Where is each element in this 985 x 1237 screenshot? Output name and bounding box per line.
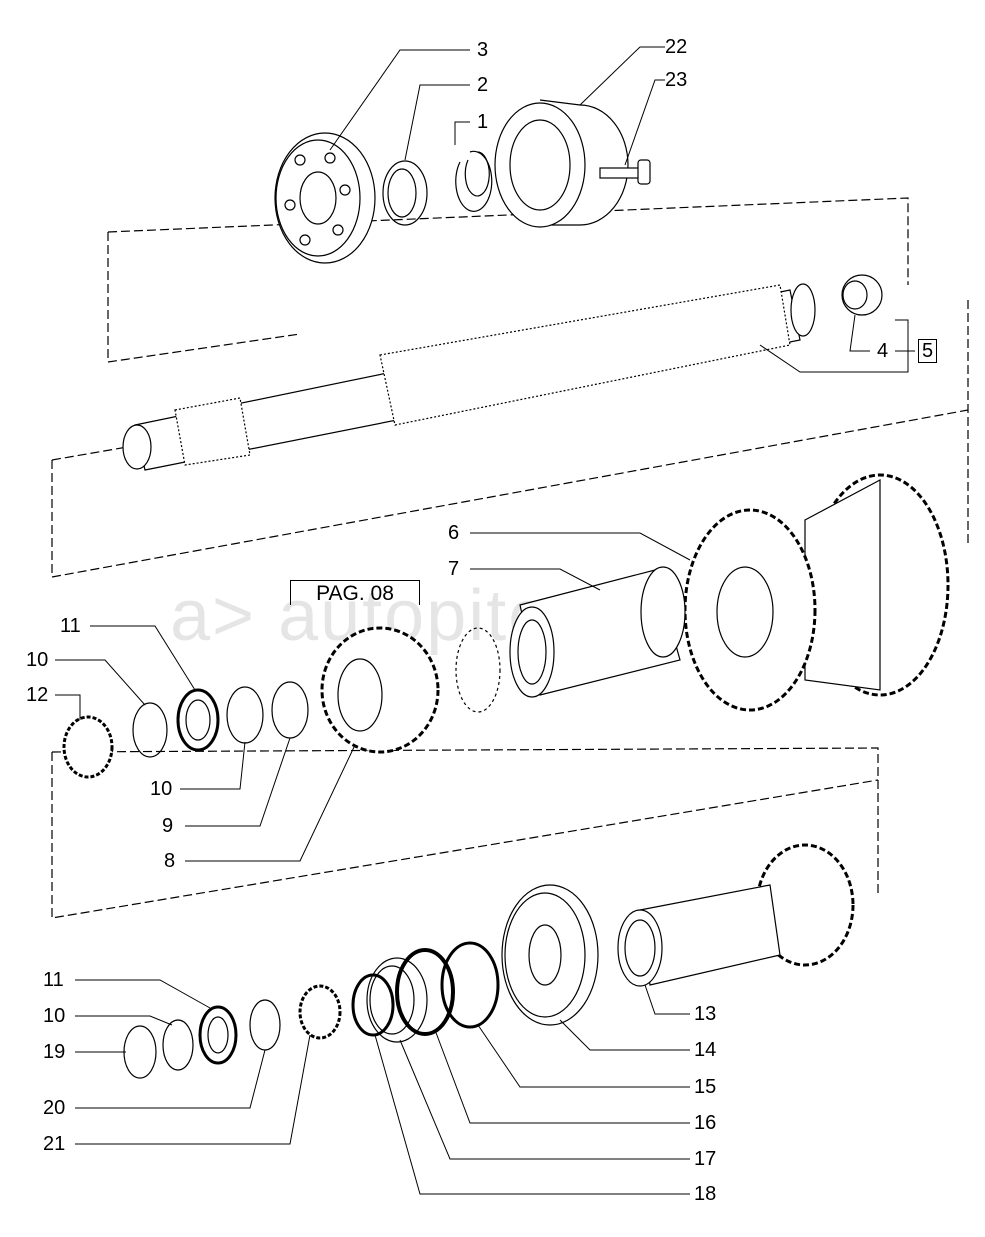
- oring-16: [395, 948, 455, 1036]
- callout-13: 13: [694, 1003, 717, 1025]
- callout-21: 21: [43, 1133, 66, 1155]
- page-reference-box: PAG. 08: [290, 580, 420, 605]
- ring-10b: [132, 702, 168, 758]
- ring-2: [382, 160, 428, 226]
- callout-3: 3: [477, 39, 489, 61]
- ring-10c: [162, 1019, 194, 1071]
- snap-ring-1: [455, 150, 493, 212]
- callout-18: 18: [694, 1183, 717, 1205]
- sleeve-7: [509, 566, 686, 698]
- ring-18: [351, 973, 395, 1037]
- callout-19: 19: [43, 1041, 66, 1063]
- callout-22: 22: [665, 36, 688, 58]
- bearing-3: [274, 132, 376, 264]
- callout-17: 17: [694, 1148, 717, 1170]
- callout-8: 8: [164, 850, 176, 872]
- callout-5: 5: [918, 339, 938, 363]
- screw-23: [599, 159, 651, 185]
- callout-6: 6: [448, 522, 460, 544]
- callout-16: 16: [694, 1112, 717, 1134]
- needle-21: [298, 984, 342, 1040]
- callout-15: 15: [694, 1076, 717, 1098]
- ring-10a: [226, 686, 264, 744]
- callout-1: 1: [477, 111, 489, 133]
- bearing-14: [501, 884, 599, 1026]
- callout-23: 23: [665, 69, 688, 91]
- oring-15: [440, 941, 500, 1029]
- gear-8: [320, 626, 440, 754]
- callout-10: 10: [26, 649, 49, 671]
- callout-7: 7: [448, 558, 460, 580]
- ring-17: [366, 957, 428, 1043]
- snap-ring-9: [271, 681, 309, 739]
- needle-12: [62, 715, 114, 779]
- bearing-11b: [198, 1005, 238, 1065]
- output-shaft-13: [617, 843, 855, 987]
- callout-10: 10: [43, 1005, 66, 1027]
- callout-20: 20: [43, 1097, 66, 1119]
- bushing-4: [841, 274, 883, 316]
- callout-12: 12: [26, 684, 49, 706]
- leader-lines: [55, 46, 915, 1195]
- callout-9: 9: [162, 815, 174, 837]
- ring-phantom: [455, 627, 501, 713]
- callout-4: 4: [877, 340, 889, 362]
- housing-22: [494, 99, 629, 228]
- callout-11: 11: [60, 615, 81, 637]
- gear-6-double: [683, 473, 950, 712]
- main-shaft: [122, 283, 816, 471]
- callout-14: 14: [694, 1039, 717, 1061]
- ring-20: [249, 999, 281, 1051]
- ring-19: [123, 1025, 157, 1079]
- callout-10: 10: [150, 778, 173, 800]
- callout-2: 2: [477, 74, 489, 96]
- callout-11: 11: [43, 969, 64, 991]
- bearing-11a: [176, 688, 220, 752]
